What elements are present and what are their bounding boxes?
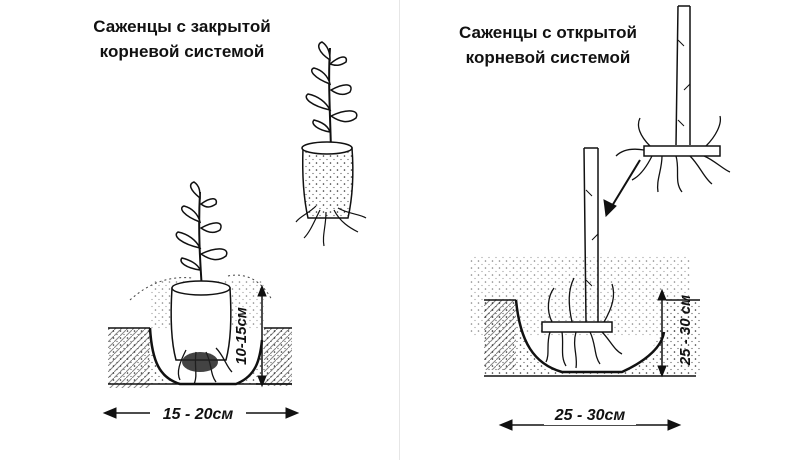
panel-divider	[399, 0, 400, 460]
planting-arrow	[603, 159, 641, 218]
closed-root-title: Саженцы с закрытой корневой системой	[62, 14, 302, 64]
open-root-title-line2: корневой системой	[465, 48, 631, 67]
depth-dimension	[256, 284, 292, 388]
open-root-title-line1: Саженцы с открытой	[459, 23, 637, 42]
bare-root-seedling	[615, 5, 731, 193]
open-root-illustration: 25 - 30 см 25 - 30см	[470, 5, 731, 431]
planted-roots	[177, 347, 233, 385]
closed-root-title-line2: корневой системой	[99, 42, 265, 61]
width-label: 15 - 20см	[163, 406, 234, 423]
open-root-title: Саженцы с открытой корневой системой	[428, 20, 668, 70]
planted-open-roots	[545, 277, 623, 369]
width-label-bg-open	[544, 405, 636, 425]
pot-roots	[295, 205, 367, 247]
closed-root-title-line1: Саженцы с закрытой	[93, 17, 271, 36]
width-label-open: 25 - 30см	[554, 407, 626, 424]
width-label-bg	[150, 403, 246, 423]
seedling-leaves	[305, 41, 358, 133]
closed-root-panel: Саженцы с закрытой корневой системой	[62, 14, 367, 423]
potted-seedling	[295, 41, 367, 247]
depth-dimension-open	[657, 288, 667, 378]
bare-roots-top	[615, 115, 731, 193]
planted-bare-root-seedling	[541, 147, 623, 369]
depth-label: 10-15см	[233, 307, 250, 365]
closed-root-illustration: 10-15см 15 - 20см	[102, 41, 367, 423]
depth-label-open: 25 - 30 см	[677, 295, 694, 366]
planted-seedling	[170, 181, 233, 385]
open-root-panel: Саженцы с открытой корневой системой	[400, 0, 800, 460]
